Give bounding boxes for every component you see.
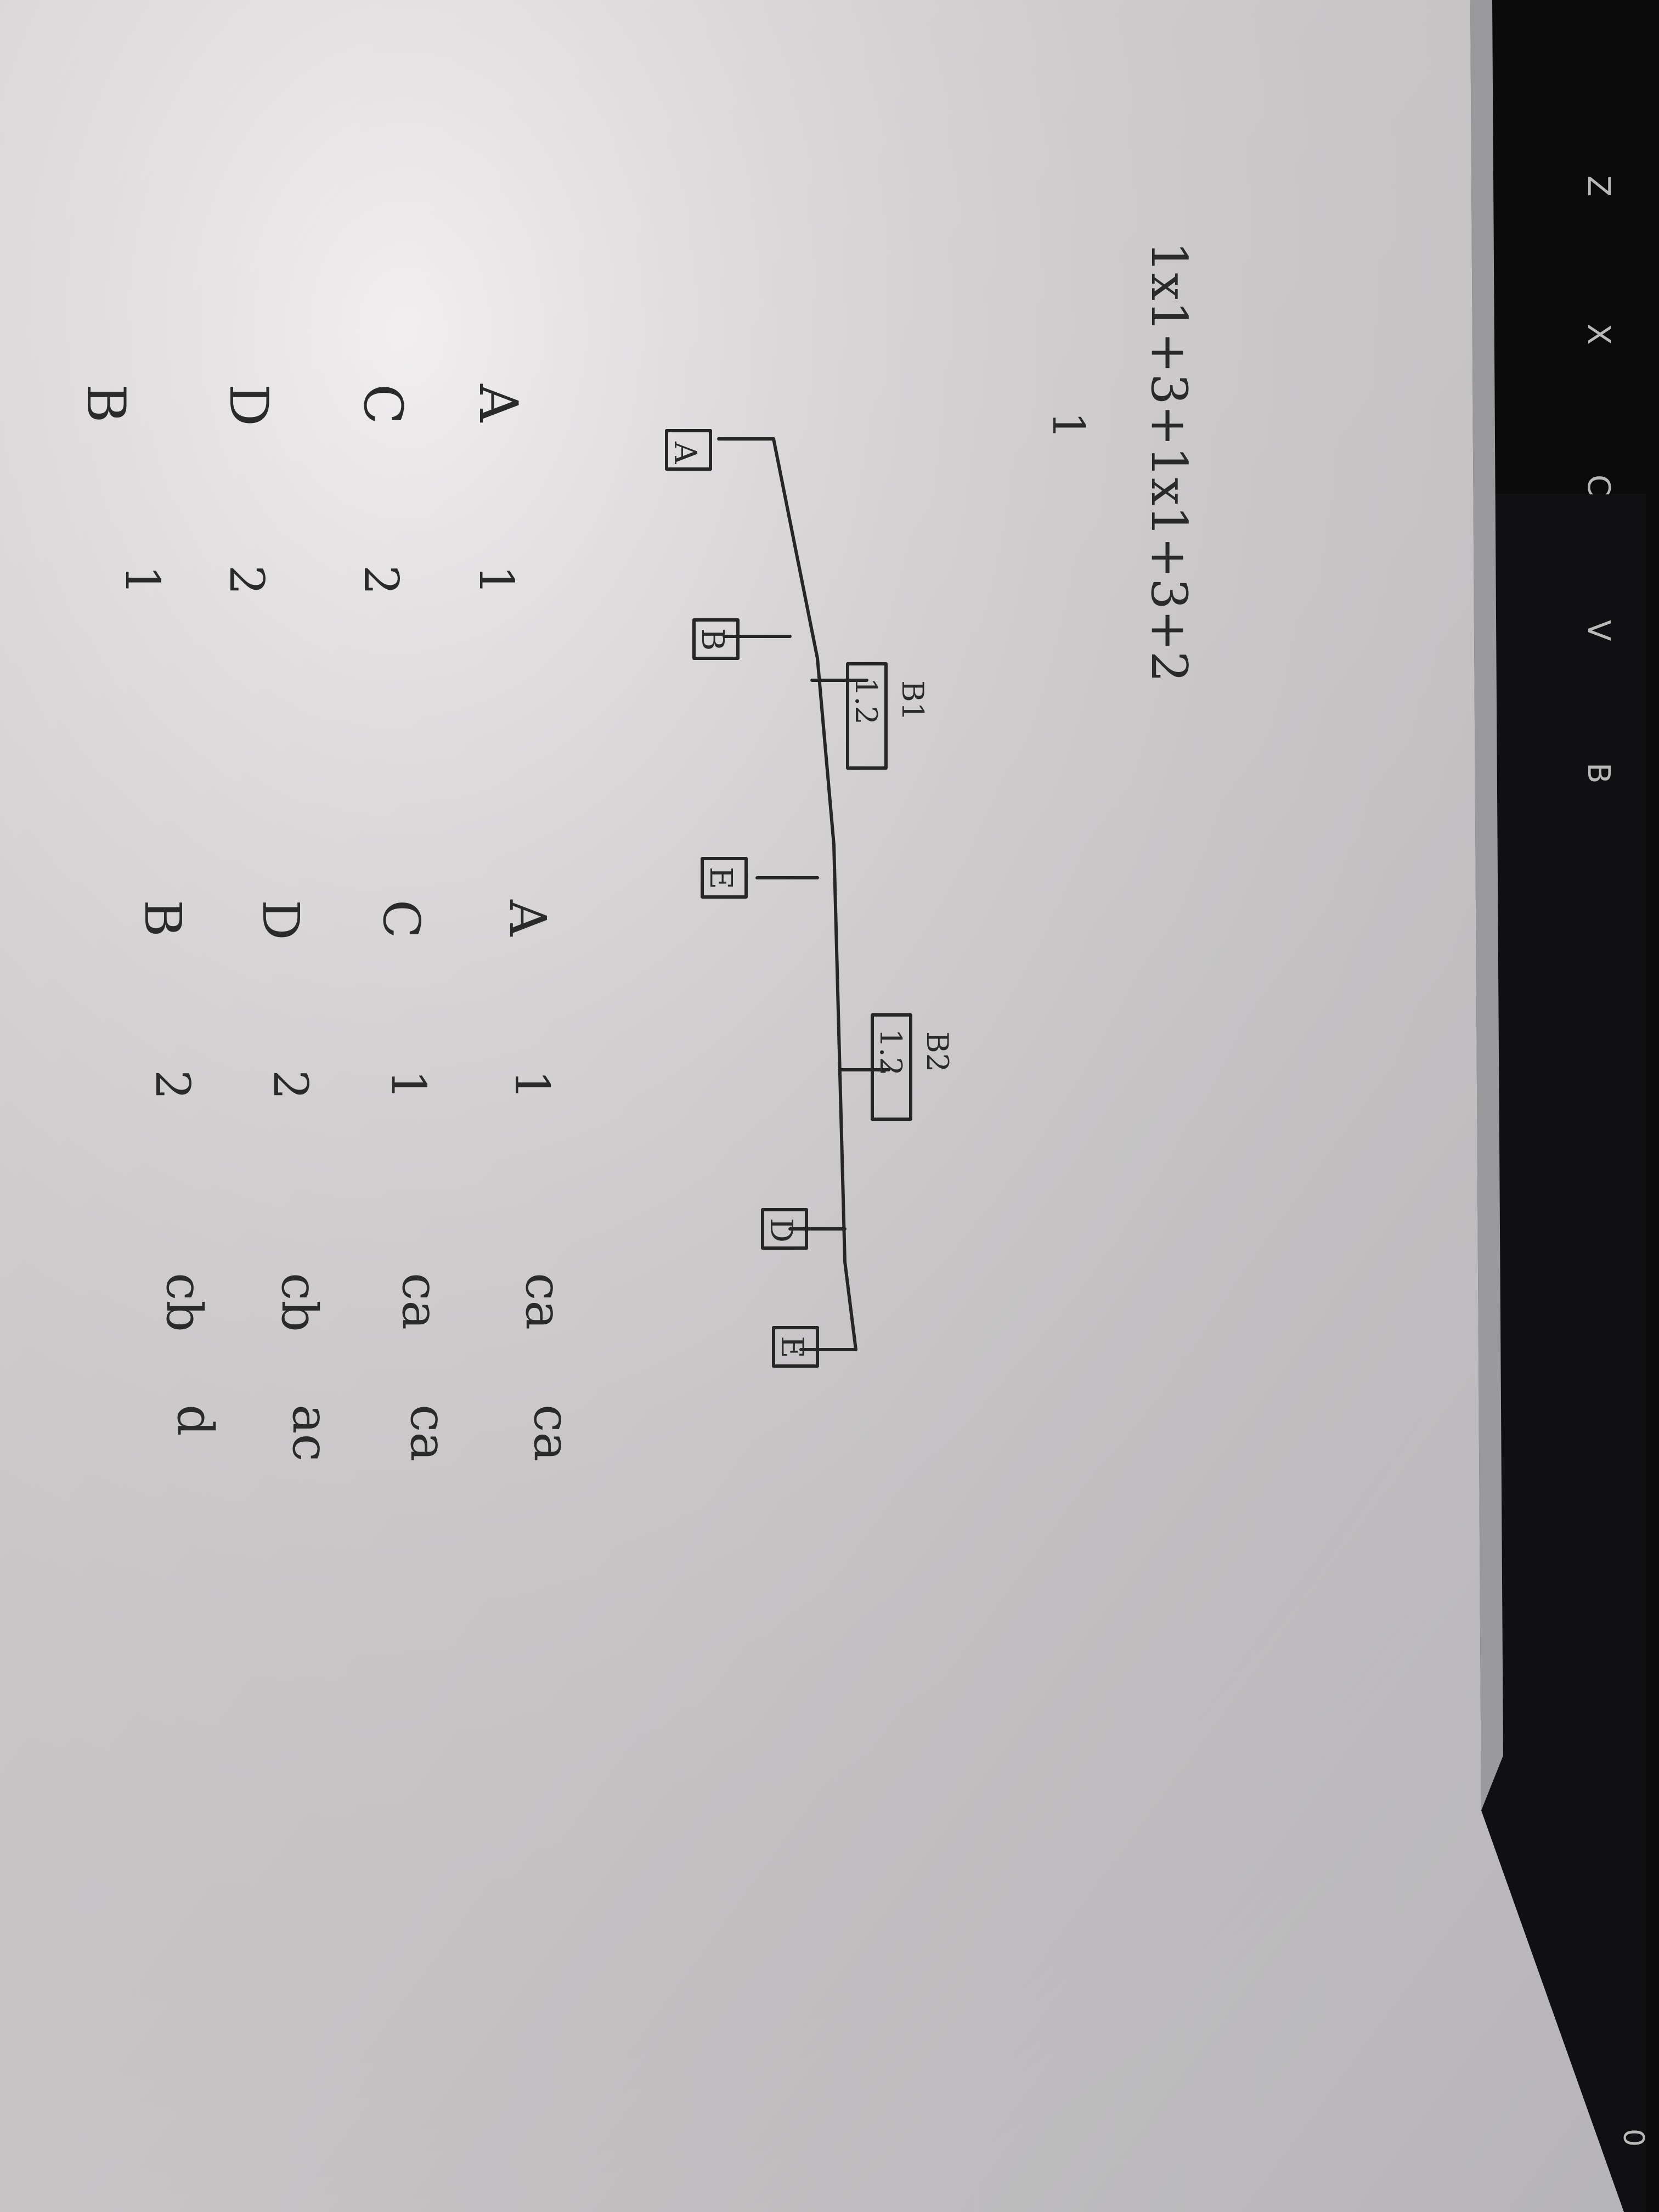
table-left-row-b-name: B bbox=[75, 384, 137, 423]
table-right: A 1 ca ca C 1 ca ca D 2 cb ac B 2 cb d bbox=[133, 899, 580, 1462]
buffer-b1-box: 1.2 bbox=[849, 678, 883, 725]
key-v: V bbox=[1581, 620, 1616, 641]
buffer-b2-label: B2 bbox=[920, 1031, 955, 1072]
table-right-row-d-name: D bbox=[251, 900, 310, 940]
leaf-e1: E bbox=[701, 857, 748, 899]
key-z: Z bbox=[1581, 176, 1616, 196]
leaf-a-label: A bbox=[667, 441, 703, 464]
table-right-row-d-c1: cb bbox=[270, 1273, 328, 1332]
key-0: 0 bbox=[1617, 2129, 1650, 2147]
table-right-row-c-c2: ca bbox=[399, 1404, 457, 1462]
table-right-row-d-c2: ac bbox=[281, 1404, 339, 1462]
table-right-row-b-c1: cb bbox=[155, 1273, 213, 1332]
buffer-b2: 1.2 B2 bbox=[871, 1013, 955, 1121]
buffer-b2-box: 1.2 bbox=[873, 1029, 908, 1076]
key-c: C bbox=[1581, 475, 1616, 496]
key-x: X bbox=[1581, 324, 1616, 345]
table-left-row-d-value: 2 bbox=[219, 565, 274, 595]
tree-diagram: A B E D E 1.2 B1 bbox=[665, 429, 955, 1368]
header-formula: 1x1+3+1x1+3+2 bbox=[1140, 241, 1198, 682]
leaf-b-label: B bbox=[695, 628, 730, 651]
table-left-row-d-name: D bbox=[218, 384, 279, 426]
table-right-row-a-c2: ca bbox=[523, 1404, 580, 1462]
handwritten-notes: 1x1+3+1x1+3+2 1 A bbox=[75, 241, 1198, 1462]
leaf-e2-label: E bbox=[774, 1336, 810, 1358]
table-right-row-b-value: 2 bbox=[145, 1070, 200, 1100]
leaf-a: A bbox=[665, 429, 712, 471]
table-right-row-b-c2: d bbox=[166, 1404, 224, 1436]
buffer-b1-label: B1 bbox=[895, 680, 930, 721]
table-right-row-c-value: 1 bbox=[381, 1070, 436, 1100]
leaf-d: D bbox=[761, 1208, 808, 1250]
keyboard-legends: Z X C V B 0 bbox=[1581, 176, 1650, 2147]
table-right-row-b-name: B bbox=[133, 900, 192, 937]
table-right-row-a-value: 1 bbox=[504, 1070, 559, 1100]
leaf-d-label: D bbox=[763, 1218, 799, 1243]
leaf-b: B bbox=[692, 618, 740, 660]
table-left: A 1 C 2 D 2 B 1 bbox=[75, 383, 529, 595]
table-left-row-b-value: 1 bbox=[115, 565, 170, 595]
table-left-row-a-value: 1 bbox=[469, 565, 523, 595]
table-left-row-a-name: A bbox=[467, 383, 529, 423]
table-right-row-c-c1: ca bbox=[391, 1273, 449, 1330]
table-right-row-a-c1: ca bbox=[515, 1273, 572, 1330]
table-right-row-a-name: A bbox=[498, 899, 557, 937]
table-left-row-c-value: 2 bbox=[353, 565, 408, 595]
leaf-e1-label: E bbox=[703, 867, 738, 889]
header-sub: 1 bbox=[1043, 411, 1094, 439]
table-left-row-c-name: C bbox=[352, 384, 414, 424]
key-b: B bbox=[1581, 763, 1616, 783]
table-right-row-d-value: 2 bbox=[263, 1070, 318, 1100]
table-right-row-c-name: C bbox=[372, 900, 431, 938]
paper-sheet bbox=[0, 0, 1624, 2212]
leaf-e2: E bbox=[772, 1326, 819, 1368]
buffer-b1: 1.2 B1 bbox=[846, 662, 930, 770]
